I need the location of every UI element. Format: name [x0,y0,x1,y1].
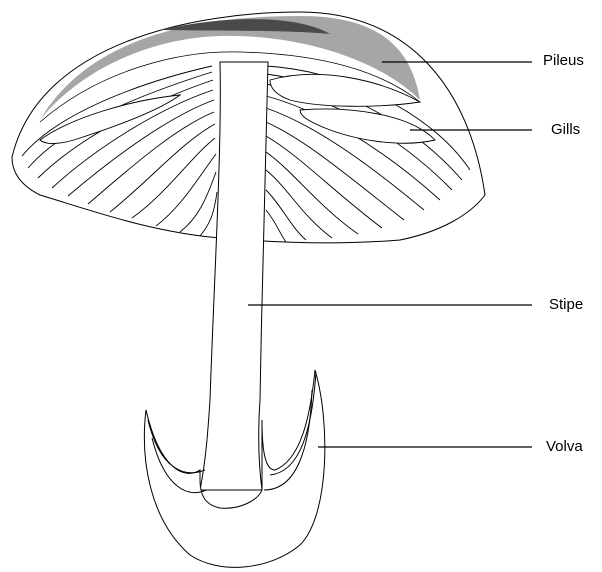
label-gills: Gills [551,122,580,137]
label-volva: Volva [546,439,583,454]
label-pileus: Pileus [543,53,584,68]
label-stipe: Stipe [549,297,583,312]
